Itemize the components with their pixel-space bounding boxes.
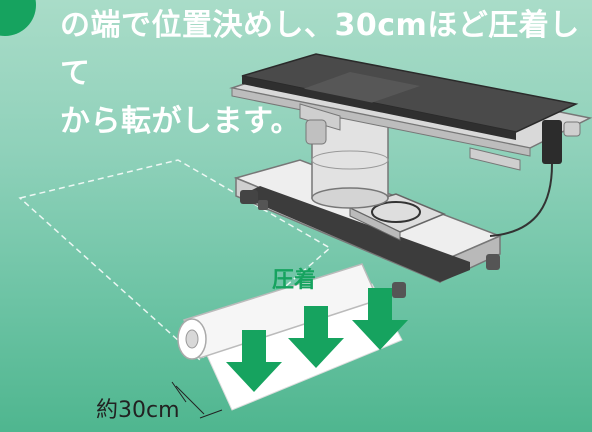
measure-label: 約30cm [96, 398, 180, 423]
sheet-roll [177, 263, 380, 360]
press-label: 圧着 [272, 268, 317, 293]
instruction-text: の端で位置決めし、30cmほど圧着して から転がします。 [60, 8, 580, 139]
press-arrow-1 [226, 330, 282, 392]
press-arrow-2 [288, 306, 344, 368]
placement-outline [18, 159, 332, 361]
pendant-controller [489, 120, 562, 237]
press-arrows [226, 288, 408, 392]
measure-lines [171, 381, 223, 419]
press-arrow-3 [352, 288, 408, 350]
table-top [229, 53, 592, 171]
